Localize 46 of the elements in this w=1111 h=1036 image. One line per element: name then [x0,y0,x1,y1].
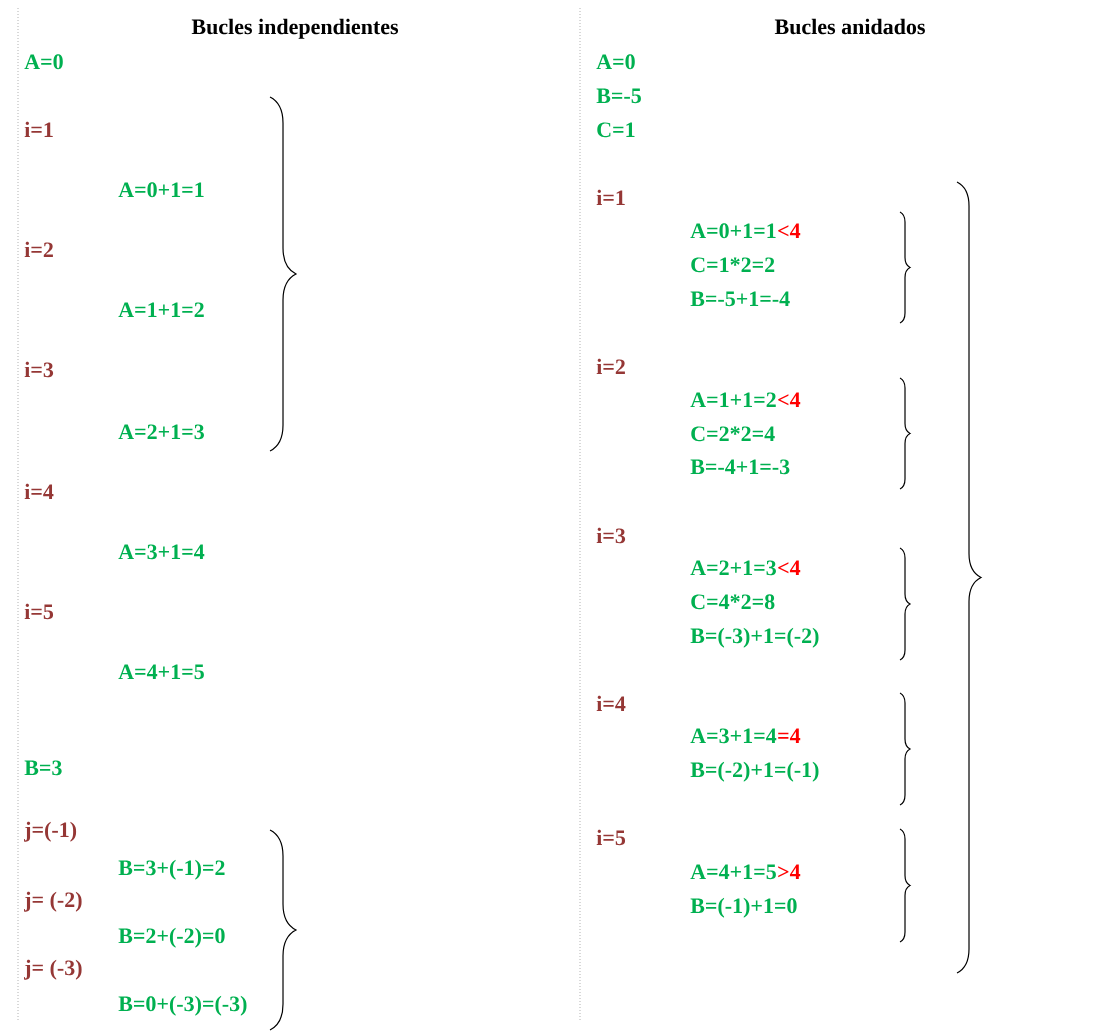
loop-counter: j=(-1) [24,821,77,842]
loop-counter: i=5 [596,829,626,846]
column-heading: Bucles independientes [191,18,399,39]
assignment-text: A=1+1=2 [690,392,776,407]
assignment-text: A=3+1=4 [118,544,205,560]
assignment-text: B=-5 [596,88,641,104]
assignment-text: A=1+1=2 [118,302,204,317]
assignment-text: B=(-3)+1=(-2) [690,627,819,648]
loop-counter: i=2 [24,241,53,257]
assignment-text: C=4*2=8 [691,594,775,610]
assignment-text: B=2+(-2)=0 [118,927,225,948]
loop-counter: i=5 [24,603,54,620]
assignment-text: C=2*2=4 [691,426,775,442]
assignment-text: C=1 [597,122,635,138]
comparison-text: <4 [778,223,801,238]
loop-counter: i=3 [596,527,626,544]
column-heading: Bucles anidados [774,18,925,35]
assignment-text: A=0 [24,54,63,70]
assignment-text: B=(-1)+1=0 [690,897,797,918]
assignment-text: B=-4+1=-3 [690,459,790,475]
loop-counter: i=1 [24,121,53,137]
assignment-text: B=3+(-1)=2 [118,859,225,880]
assignment-text: A=0+1=1 [690,223,776,239]
loop-counter: i=4 [596,695,626,711]
loop-counter: i=4 [24,483,54,499]
assignment-text: A=4+1=5 [118,664,204,680]
assignment-text: B=0+(-3)=(-3) [118,995,247,1016]
assignment-text: A=3+1=4 [690,728,777,744]
loop-counter: i=2 [596,358,625,374]
assignment-text: B=-5+1=-4 [690,291,790,307]
loop-counter: j= (-2) [24,891,82,912]
assignment-text: B=3 [24,760,62,776]
assignment-text: A=0+1=1 [118,182,204,198]
comparison-text: >4 [778,864,801,879]
assignment-text: A=0 [596,54,635,70]
assignment-text: A=4+1=5 [690,864,776,880]
assignment-text: A=2+1=3 [690,560,776,576]
comparison-text: =4 [778,728,801,743]
assignment-text: C=1*2=2 [691,257,775,273]
assignment-text: B=(-2)+1=(-1) [690,761,819,782]
loop-counter: i=3 [24,361,54,378]
loop-counter: j= (-3) [24,959,82,980]
comparison-text: <4 [778,560,801,575]
comparison-text: <4 [778,392,801,407]
assignment-text: A=2+1=3 [118,424,204,440]
loop-counter: i=1 [596,189,625,205]
